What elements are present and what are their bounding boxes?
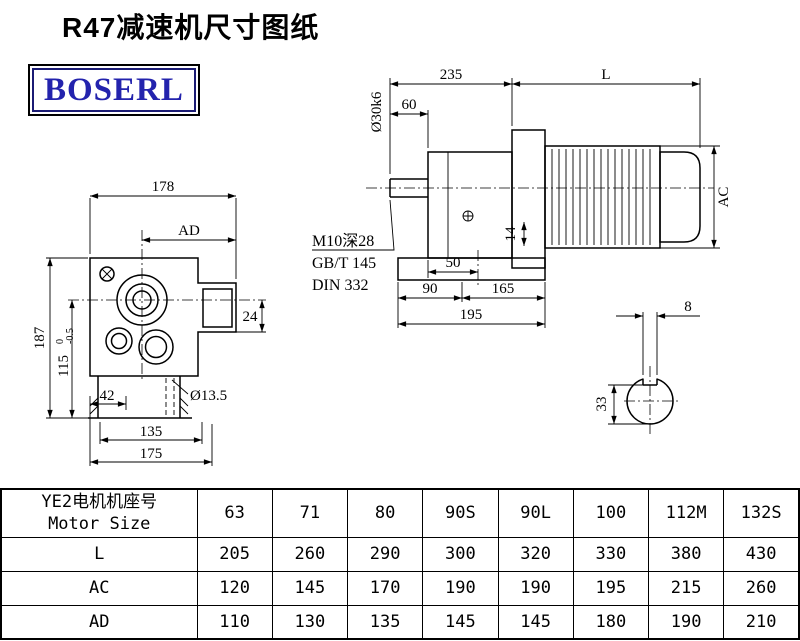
row-AC-label: AC <box>0 570 198 606</box>
dim-115-tol-lower: -0.5 <box>65 328 76 344</box>
key-width-label: 8 <box>684 299 692 315</box>
size-col-5: 100 <box>572 488 650 538</box>
dim-50-label: 50 <box>446 255 461 271</box>
thread-note-label: M10深28 <box>312 232 374 250</box>
motor-dimension-table: YE2电机机座号 Motor Size 63 71 80 90S 90L 100… <box>0 488 800 640</box>
std-din-label: DIN 332 <box>312 277 368 294</box>
dim-L-label: L <box>601 67 610 83</box>
row-L-cell-3: 300 <box>422 536 499 572</box>
foot-hole-hidden-lines <box>165 378 175 416</box>
brand-logo: BOSERL <box>28 64 200 116</box>
size-col-6: 112M <box>647 488 725 538</box>
front-view-centerlines <box>68 230 266 380</box>
dim-115-tol-upper: 0 <box>55 339 66 344</box>
size-col-0: 63 <box>196 488 273 538</box>
row-L-cell-4: 320 <box>497 536 574 572</box>
table-row-AD: AD 110 130 135 145 145 180 190 210 <box>0 604 800 640</box>
size-col-3: 90S <box>422 488 499 538</box>
dim-ac-label: AC <box>716 187 732 208</box>
size-col-2: 80 <box>346 488 424 538</box>
shaft-keyway-section: 8 33 <box>594 299 700 434</box>
side-view-outline <box>389 129 701 281</box>
dim-165-label: 165 <box>492 281 515 297</box>
row-L-cell-1: 260 <box>271 536 349 572</box>
motor-size-header-en: Motor Size <box>48 514 151 535</box>
side-view-dimensions: 235 L 60 Ø30k6 AC 14 50 90 165 195 M10深2… <box>312 67 732 328</box>
row-AC-cell-1: 145 <box>271 570 349 606</box>
row-AD-cell-3: 145 <box>422 604 499 640</box>
technical-drawing: 178 AD 187 115 0 -0.5 24 42 135 175 Ø13.… <box>32 67 732 466</box>
dim-60-label: 60 <box>402 97 417 113</box>
shaft-section-dimensions: 8 33 <box>594 299 700 425</box>
row-AC-cell-2: 170 <box>346 570 424 606</box>
row-L-cell-5: 330 <box>572 536 650 572</box>
dim-235-label: 235 <box>440 67 463 83</box>
size-col-1: 71 <box>271 488 349 538</box>
front-view-dimensions: 178 AD 187 115 0 -0.5 24 42 135 175 Ø13.… <box>32 179 266 466</box>
dim-135-label: 135 <box>140 424 163 440</box>
dim-42-label: 42 <box>100 388 115 404</box>
motor-size-header-cell: YE2电机机座号 Motor Size <box>0 488 198 538</box>
size-col-4: 90L <box>497 488 574 538</box>
table-header-row: YE2电机机座号 Motor Size 63 71 80 90S 90L 100… <box>0 488 800 538</box>
motor-size-header-cn: YE2电机机座号 <box>41 492 158 513</box>
std-gbt-label: GB/T 145 <box>312 255 376 272</box>
dim-178-label: 178 <box>152 179 175 195</box>
dim-14-label: 14 <box>503 226 519 242</box>
foot-hole-label: Ø13.5 <box>190 388 227 404</box>
row-L-cell-2: 290 <box>346 536 424 572</box>
row-AD-cell-0: 110 <box>196 604 273 640</box>
row-AD-cell-6: 190 <box>647 604 725 640</box>
brand-text: BOSERL <box>44 72 184 108</box>
row-AC-cell-0: 120 <box>196 570 273 606</box>
gearbox-side-view: 235 L 60 Ø30k6 AC 14 50 90 165 195 M10深2… <box>312 67 732 328</box>
row-AC-cell-4: 190 <box>497 570 574 606</box>
row-AD-cell-1: 130 <box>271 604 349 640</box>
dim-24-label: 24 <box>243 309 259 325</box>
dim-90-label: 90 <box>423 281 438 297</box>
row-AD-cell-2: 135 <box>346 604 424 640</box>
side-view-details <box>447 149 651 258</box>
dim-175-label: 175 <box>140 446 163 462</box>
dim-115-label: 115 <box>56 355 72 377</box>
dim-195-label: 195 <box>460 307 483 323</box>
row-AD-cell-4: 145 <box>497 604 574 640</box>
dim-ad-label: AD <box>178 223 200 239</box>
key-height-label: 33 <box>594 397 610 412</box>
size-col-7: 132S <box>723 488 800 538</box>
row-AC-cell-3: 190 <box>422 570 499 606</box>
shaft-section-centerlines <box>624 366 678 434</box>
gearbox-front-view: 178 AD 187 115 0 -0.5 24 42 135 175 Ø13.… <box>32 179 266 466</box>
row-AC-cell-7: 260 <box>723 570 800 606</box>
row-L-label: L <box>0 536 198 572</box>
side-view-centerlines <box>366 187 714 288</box>
table-row-L: L 205 260 290 300 320 330 380 430 <box>0 536 800 572</box>
row-AC-cell-6: 215 <box>647 570 725 606</box>
row-AD-label: AD <box>0 604 198 640</box>
table-row-AC: AC 120 145 170 190 190 195 215 260 <box>0 570 800 606</box>
shaft-dia-label: Ø30k6 <box>369 91 385 132</box>
row-L-cell-0: 205 <box>196 536 273 572</box>
row-AD-cell-7: 210 <box>723 604 800 640</box>
row-AC-cell-5: 195 <box>572 570 650 606</box>
brand-logo-inner-border: BOSERL <box>32 68 196 112</box>
page-title: R47减速机尺寸图纸 <box>62 12 320 43</box>
row-L-cell-6: 380 <box>647 536 725 572</box>
dim-187-label: 187 <box>32 326 48 349</box>
row-L-cell-7: 430 <box>723 536 800 572</box>
row-AD-cell-5: 180 <box>572 604 650 640</box>
